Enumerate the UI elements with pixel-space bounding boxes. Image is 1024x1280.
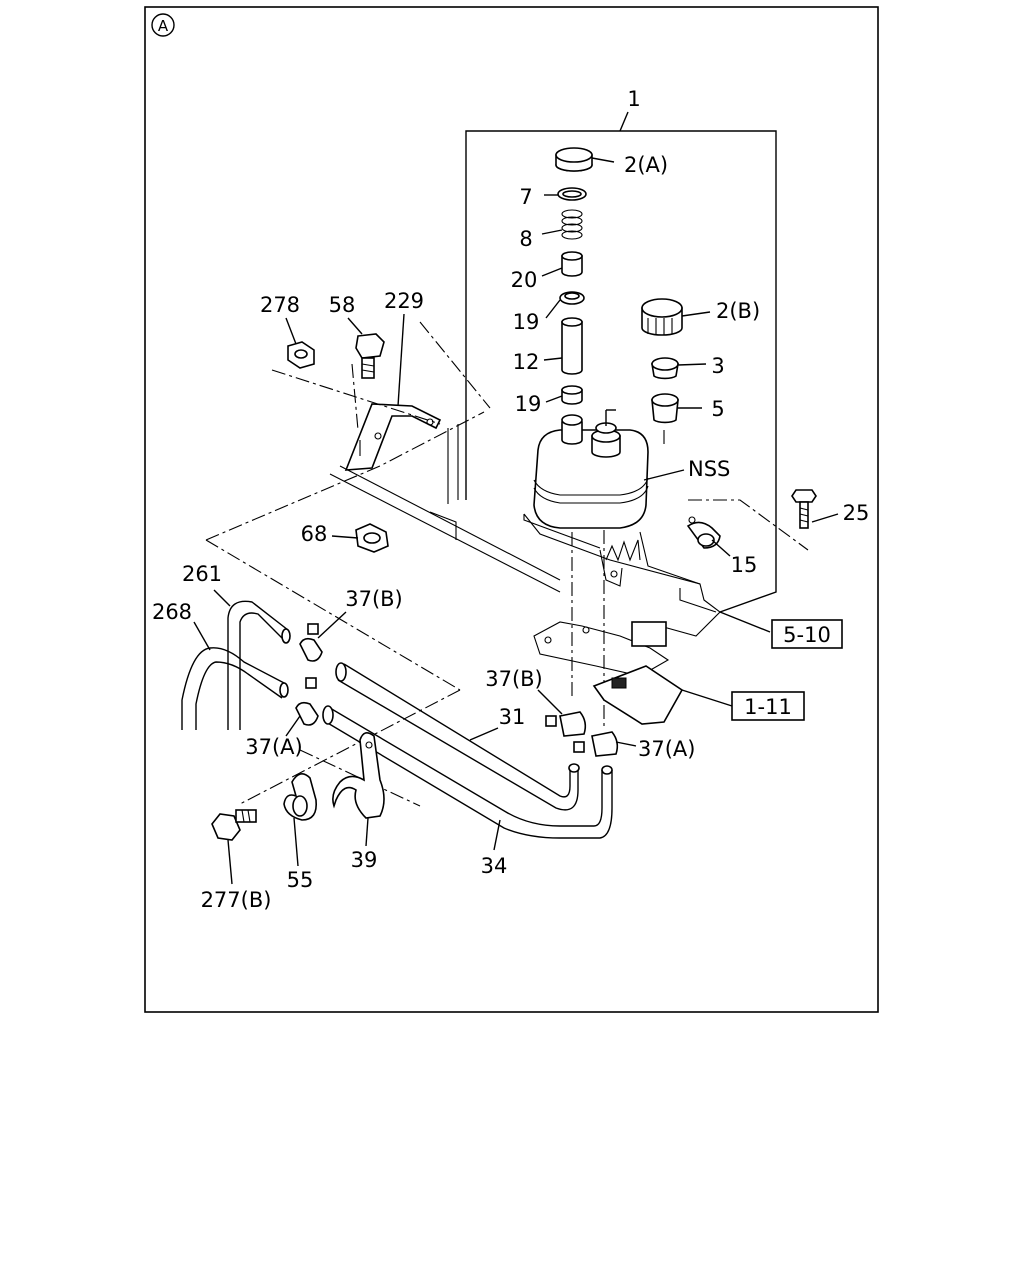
collar-19-lower: [561, 385, 583, 405]
clamp-37b-top: [299, 623, 323, 662]
pipe-34: [322, 705, 613, 839]
label-55: 55: [287, 868, 314, 892]
frame-rails: [329, 424, 561, 593]
seal-ring-7: [557, 187, 587, 201]
label-20: 20: [511, 268, 538, 292]
label-37a-right: 37(A): [638, 737, 695, 761]
valve-20: [561, 251, 583, 277]
label-7: 7: [519, 185, 532, 209]
tank-mount-plate: [523, 513, 721, 637]
bolt-277b: [211, 809, 257, 841]
label-68: 68: [301, 522, 328, 546]
guide-lines: [205, 321, 809, 807]
diagram-frame: [144, 6, 879, 1013]
label-58: 58: [329, 293, 356, 317]
label-nss: NSS: [688, 457, 730, 481]
label-19-lower: 19: [515, 392, 542, 416]
label-19-upper: 19: [513, 310, 540, 334]
strainer-5: [651, 393, 679, 424]
label-2a: 2(A): [624, 153, 668, 177]
filter-12: [561, 317, 583, 375]
strainer-3: [651, 357, 679, 380]
cap-2a: [555, 147, 593, 172]
label-37b-top: 37(B): [345, 587, 403, 611]
label-15: 15: [731, 553, 758, 577]
collar-19-upper: [559, 291, 585, 305]
bolt-58: [355, 333, 385, 379]
bolt-25: [791, 489, 817, 529]
label-277b: 277(B): [201, 888, 272, 912]
label-2b: 2(B): [716, 299, 760, 323]
pipe-31: [335, 662, 580, 811]
label-8: 8: [519, 227, 532, 251]
label-12: 12: [513, 350, 540, 374]
cap-2b: [641, 298, 683, 336]
ref-box-5-10: [771, 619, 843, 649]
label-39: 39: [351, 848, 378, 872]
nut-278: [287, 341, 315, 369]
label-261: 261: [182, 562, 222, 586]
bracket-229: [344, 403, 442, 471]
clamp-37b-mid: [545, 711, 587, 737]
label-37a-left: 37(A): [245, 735, 302, 759]
assembly-bracket: [465, 111, 777, 613]
label-37b-mid: 37(B): [485, 667, 543, 691]
section-marker: A: [151, 13, 175, 37]
label-25: 25: [843, 501, 870, 525]
label-34: 34: [481, 854, 508, 878]
label-278: 278: [260, 293, 300, 317]
lower-bracket: [533, 621, 684, 725]
spring-8: [561, 209, 583, 240]
hose-268: [181, 647, 289, 730]
label-1: 1: [627, 87, 640, 111]
clamp-39: [332, 732, 385, 819]
label-1-11: 1-11: [744, 695, 792, 719]
hose-261: [227, 600, 291, 730]
clamp-37a-right: [573, 731, 619, 757]
label-268: 268: [152, 600, 192, 624]
label-3: 3: [711, 354, 724, 378]
label-31: 31: [499, 705, 526, 729]
clip-55: [283, 773, 318, 821]
clamp-37a-left: [295, 677, 319, 726]
nut-68: [355, 523, 389, 553]
label-5-10: 5-10: [783, 623, 831, 647]
leader-lines: [193, 157, 839, 885]
svg-text:A: A: [158, 17, 169, 35]
reservoir-tank: [533, 409, 649, 529]
ref-box-1-11: [731, 691, 805, 721]
label-5: 5: [711, 397, 724, 421]
label-229: 229: [384, 289, 424, 313]
clip-15: [686, 516, 721, 549]
